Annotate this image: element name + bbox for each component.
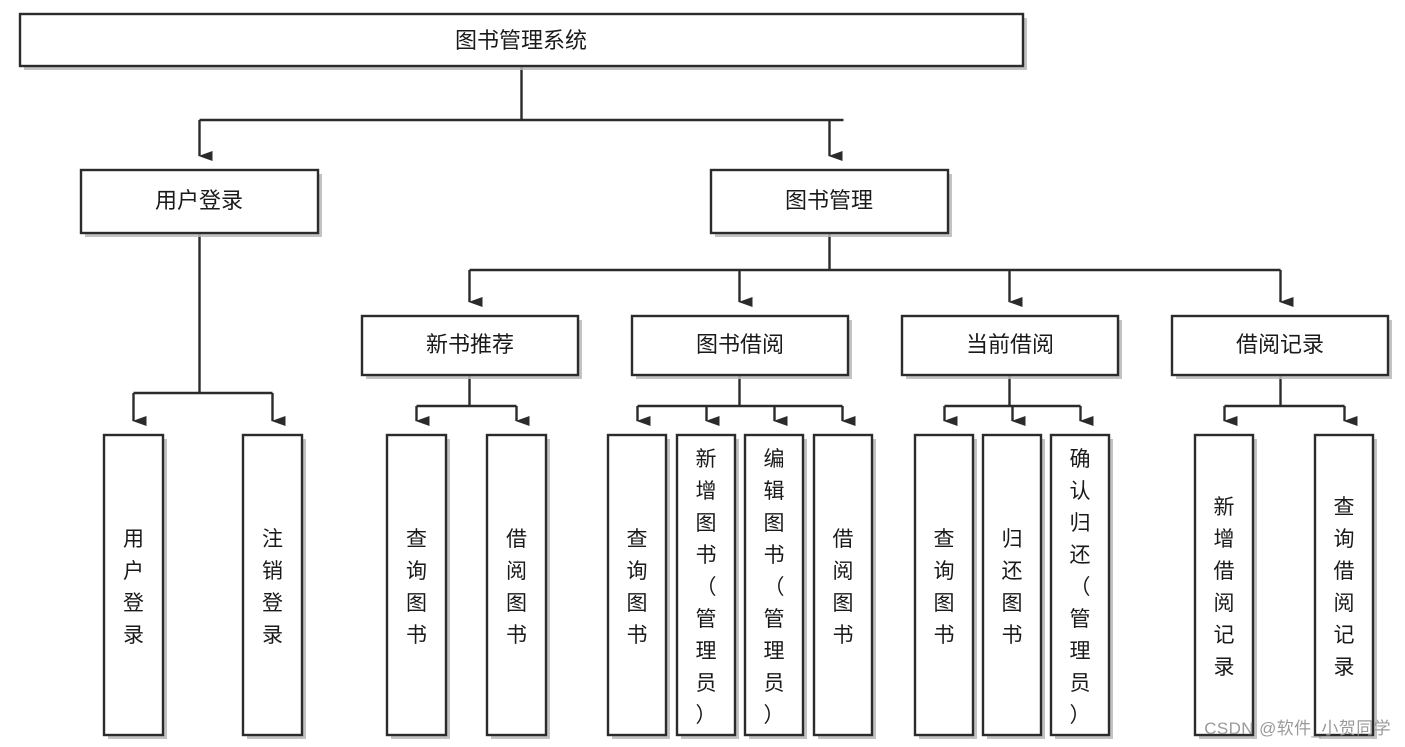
leaf-node[interactable]: 新增图书（管理员） bbox=[675, 433, 739, 739]
edge-bookmanage-to-level3 bbox=[468, 233, 1294, 307]
node-book-borrow-label: 图书借阅 bbox=[696, 332, 784, 357]
edge-borrowrecord-to-leaves bbox=[1223, 375, 1358, 426]
connectors bbox=[132, 66, 1358, 426]
node-new-book-rec[interactable]: 新书推荐 bbox=[360, 314, 582, 379]
edge-userlogin-to-leaves bbox=[132, 233, 286, 426]
leaf-node-label: 注销登录 bbox=[262, 528, 283, 647]
node-book-manage[interactable]: 图书管理 bbox=[709, 168, 952, 237]
leaf-node[interactable]: 借阅图书 bbox=[485, 433, 550, 739]
leaf-node-label: 编辑图书（管理员） bbox=[764, 448, 785, 727]
leaf-node-label: 新增借阅记录 bbox=[1214, 496, 1235, 679]
leaf-node-label: 借阅图书 bbox=[506, 528, 527, 647]
leaf-node-label: 查询图书 bbox=[627, 528, 648, 647]
node-user-login-label: 用户登录 bbox=[155, 188, 243, 213]
leaf-node[interactable]: 查询图书 bbox=[385, 433, 450, 739]
edge-bookborrow-to-leaves bbox=[636, 375, 856, 426]
node-current-borrow[interactable]: 当前借阅 bbox=[900, 314, 1122, 379]
node-root[interactable]: 图书管理系统 bbox=[18, 12, 1027, 70]
edge-newbook-to-leaves bbox=[415, 375, 530, 426]
node-book-manage-label: 图书管理 bbox=[785, 188, 873, 213]
leaf-node-label: 查询图书 bbox=[934, 528, 955, 647]
node-root-label: 图书管理系统 bbox=[455, 28, 587, 53]
leaf-node-label: 确认归还（管理员） bbox=[1070, 448, 1091, 727]
edge-root-to-level2 bbox=[198, 66, 844, 161]
leaf-node-label: 借阅图书 bbox=[833, 528, 854, 647]
leaf-node[interactable]: 注销登录 bbox=[241, 433, 306, 739]
leaf-node-label: 查询图书 bbox=[406, 528, 427, 647]
node-current-borrow-label: 当前借阅 bbox=[966, 332, 1054, 357]
leaf-node[interactable]: 借阅图书 bbox=[812, 433, 876, 739]
leaf-node[interactable]: 用户登录 bbox=[102, 433, 167, 739]
leaf-node[interactable]: 归还图书 bbox=[981, 433, 1045, 739]
edge-currentborrow-to-leaves bbox=[943, 375, 1094, 426]
node-new-book-rec-label: 新书推荐 bbox=[426, 332, 514, 357]
leaf-node-label: 查询借阅记录 bbox=[1334, 496, 1355, 679]
leaf-node[interactable]: 编辑图书（管理员） bbox=[743, 433, 807, 739]
leaf-node[interactable]: 查询图书 bbox=[606, 433, 670, 739]
leaf-node-label: 用户登录 bbox=[123, 528, 144, 647]
leaf-node[interactable]: 查询借阅记录 bbox=[1313, 433, 1377, 739]
node-book-borrow[interactable]: 图书借阅 bbox=[630, 314, 852, 379]
leaf-node-label: 归还图书 bbox=[1002, 528, 1023, 647]
leaf-node[interactable]: 新增借阅记录 bbox=[1193, 433, 1257, 739]
leaf-node[interactable]: 查询图书 bbox=[913, 433, 977, 739]
leaf-node[interactable]: 确认归还（管理员） bbox=[1049, 433, 1113, 739]
node-user-login[interactable]: 用户登录 bbox=[79, 168, 322, 237]
node-borrow-record[interactable]: 借阅记录 bbox=[1170, 314, 1392, 379]
leaf-node-label: 新增图书（管理员） bbox=[696, 448, 717, 727]
leaf-nodes: 用户登录 注销登录 查询图书 借阅图书 查询图书 新增图书（管理员） 编辑图书（管理员） 借阅… bbox=[102, 433, 1377, 739]
node-borrow-record-label: 借阅记录 bbox=[1236, 332, 1324, 357]
